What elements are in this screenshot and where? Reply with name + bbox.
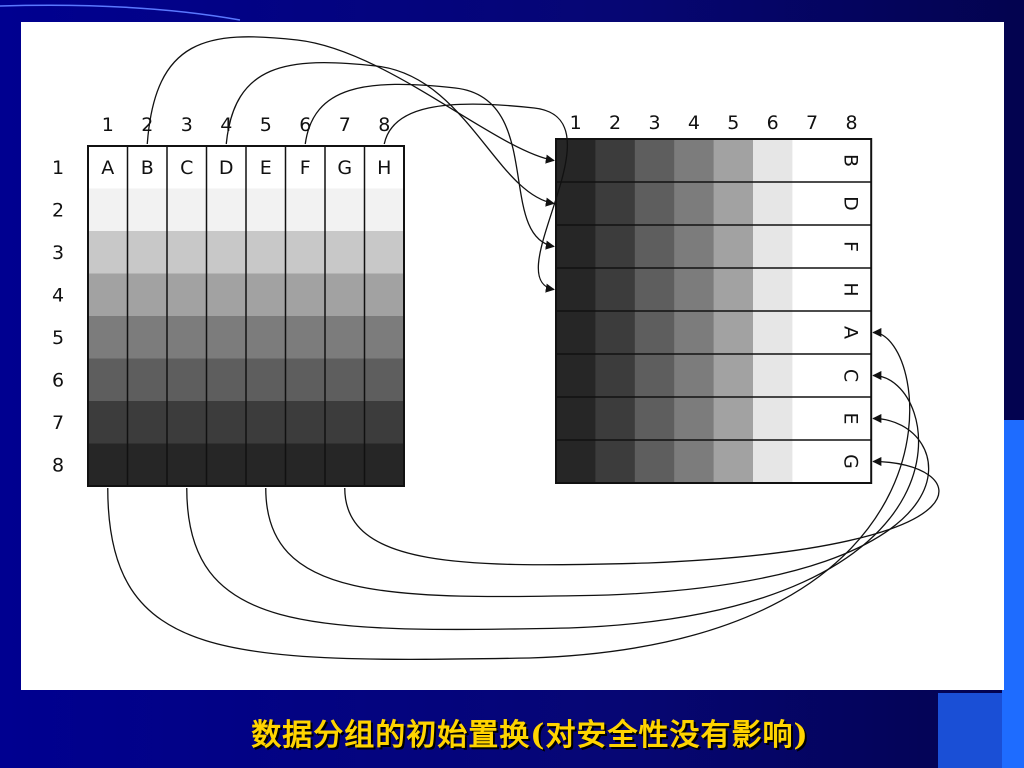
right-row-letter-C: C — [840, 369, 862, 382]
left-col-label: 4 — [220, 114, 232, 136]
left-col-label: 6 — [299, 114, 311, 136]
right-row-letter-G: G — [840, 454, 862, 469]
left-row-label: 3 — [52, 242, 64, 264]
mapping-curve-B — [146, 36, 555, 164]
left-row-label: 1 — [52, 157, 64, 179]
mapping-curves — [107, 36, 940, 660]
left-cell-letter-B: B — [141, 157, 154, 179]
left-col-label: 7 — [339, 114, 351, 136]
right-grid-border — [555, 138, 873, 484]
right-row-letter-B: B — [840, 154, 862, 167]
mapping-curve-H — [383, 103, 568, 293]
top-decoration — [0, 4, 241, 21]
right-col-label: 4 — [688, 112, 700, 134]
mapping-curve-E — [265, 413, 930, 598]
mapping-curve-G — [344, 456, 940, 566]
left-cell-letter-H: H — [377, 157, 391, 179]
right-col-label: 1 — [570, 112, 582, 134]
left-row-label: 6 — [52, 370, 64, 392]
left-col-label: 3 — [181, 114, 193, 136]
right-row-letter-E: E — [840, 412, 862, 424]
right-row-letter-A: A — [840, 326, 862, 339]
mapping-curve-F — [304, 83, 555, 250]
left-cell-letter-E: E — [260, 157, 272, 179]
bottom-accent-box — [938, 693, 1002, 768]
left-row-label: 7 — [52, 412, 64, 434]
mapping-curve-C — [186, 370, 920, 631]
right-grid: 1 2 3 4 5 6 7 8B D F H A C E G — [555, 112, 873, 484]
slide-caption: 数据分组的初始置换(对安全性没有影响) — [251, 718, 809, 753]
right-row-letter-D: D — [840, 196, 862, 211]
mapping-curve-A — [107, 327, 911, 660]
right-col-label: 8 — [845, 112, 857, 134]
left-cell-letter-G: G — [337, 157, 352, 179]
left-row-label: 4 — [52, 285, 64, 307]
left-grid-border — [87, 145, 405, 487]
right-col-label: 7 — [806, 112, 818, 134]
left-row-label: 5 — [52, 327, 64, 349]
mapping-curve-D — [225, 61, 555, 207]
left-col-label: 1 — [102, 114, 114, 136]
left-col-label: 2 — [141, 114, 153, 136]
left-cell-letter-C: C — [180, 157, 193, 179]
right-accent-bar — [1002, 420, 1024, 768]
left-cell-letter-F: F — [300, 157, 311, 179]
right-col-label: 3 — [648, 112, 660, 134]
right-row-letter-F: F — [840, 241, 862, 252]
left-row-label: 8 — [52, 455, 64, 477]
right-col-label: 2 — [609, 112, 621, 134]
left-cell-letter-A: A — [101, 157, 114, 179]
right-row-letter-H: H — [840, 282, 862, 296]
left-row-label: 2 — [52, 200, 64, 222]
left-col-label: 5 — [260, 114, 272, 136]
left-cell-letter-D: D — [219, 157, 234, 179]
right-col-label: 6 — [767, 112, 779, 134]
left-col-label: 8 — [378, 114, 390, 136]
right-col-label: 5 — [727, 112, 739, 134]
